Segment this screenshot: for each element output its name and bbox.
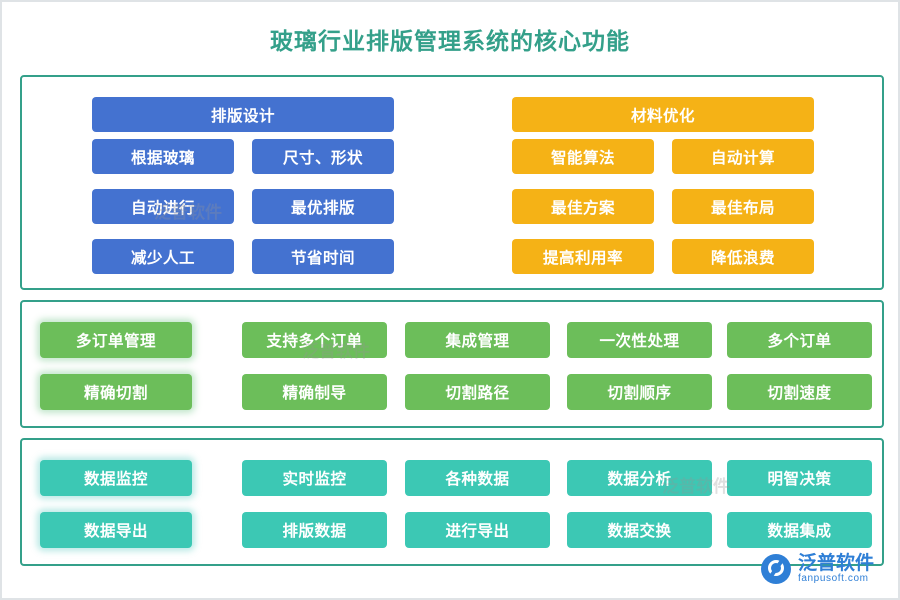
chip-precise-cut-item-1[interactable]: 精确制导 [242, 374, 387, 410]
chip-precise-cut-item-3[interactable]: 切割顺序 [567, 374, 712, 410]
chip-data-export-item-1[interactable]: 排版数据 [242, 512, 387, 548]
chip-multi-order-item-4[interactable]: 多个订单 [727, 322, 872, 358]
chip-data-export-head[interactable]: 数据导出 [40, 512, 192, 548]
chip-data-monitor-item-4[interactable]: 明智决策 [727, 460, 872, 496]
page-title: 玻璃行业排版管理系统的核心功能 [270, 28, 630, 54]
chip-material-optimize-item-1[interactable]: 智能算法 [512, 139, 654, 174]
brand-name-en: fanpusoft.com [797, 572, 869, 584]
chip-multi-order-head[interactable]: 多订单管理 [40, 322, 192, 358]
chip-layout-design-head[interactable]: 排版设计 [92, 97, 394, 132]
chip-data-monitor-item-1[interactable]: 实时监控 [242, 460, 387, 496]
section-order-and-cutting: 多订单管理 支持多个订单 集成管理 一次性处理 多个订单 精确切割 精确制导 切… [20, 300, 884, 428]
globe-icon [760, 553, 791, 584]
chip-material-optimize-item-5[interactable]: 提高利用率 [512, 239, 654, 274]
chip-layout-design-item-1[interactable]: 根据玻璃 [92, 139, 234, 174]
chip-precise-cut-item-2[interactable]: 切割路径 [405, 374, 550, 410]
chip-material-optimize-item-6[interactable]: 降低浪费 [672, 239, 814, 274]
chip-material-optimize-item-3[interactable]: 最佳方案 [512, 189, 654, 224]
chip-data-export-item-4[interactable]: 数据集成 [727, 512, 872, 548]
section-core-features: 排版设计 根据玻璃 尺寸、形状 自动进行 最优排版 减少人工 节省时间 材料优化… [20, 75, 884, 290]
chip-layout-design-item-2[interactable]: 尺寸、形状 [252, 139, 394, 174]
brand-logo-text: 泛普软件 fanpusoft.com [797, 552, 874, 584]
chip-multi-order-item-1[interactable]: 支持多个订单 [242, 322, 387, 358]
brand-logo: 泛普软件 fanpusoft.com [760, 552, 874, 584]
chip-layout-design-item-6[interactable]: 节省时间 [252, 239, 394, 274]
chip-data-export-item-3[interactable]: 数据交换 [567, 512, 712, 548]
section-data-management: 数据监控 实时监控 各种数据 数据分析 明智决策 数据导出 排版数据 进行导出 … [20, 438, 884, 566]
chip-precise-cut-item-4[interactable]: 切割速度 [727, 374, 872, 410]
chip-layout-design-item-5[interactable]: 减少人工 [92, 239, 234, 274]
chip-data-monitor-item-3[interactable]: 数据分析 [567, 460, 712, 496]
chip-material-optimize-item-4[interactable]: 最佳布局 [672, 189, 814, 224]
chip-multi-order-item-3[interactable]: 一次性处理 [567, 322, 712, 358]
chip-data-export-item-2[interactable]: 进行导出 [405, 512, 550, 548]
chip-layout-design-item-4[interactable]: 最优排版 [252, 189, 394, 224]
chip-data-monitor-item-2[interactable]: 各种数据 [405, 460, 550, 496]
chip-layout-design-item-3[interactable]: 自动进行 [92, 189, 234, 224]
chip-precise-cut-head[interactable]: 精确切割 [40, 374, 192, 410]
chip-multi-order-item-2[interactable]: 集成管理 [405, 322, 550, 358]
chip-material-optimize-head[interactable]: 材料优化 [512, 97, 814, 132]
brand-name-cn: 泛普软件 [797, 552, 874, 574]
chip-data-monitor-head[interactable]: 数据监控 [40, 460, 192, 496]
chip-material-optimize-item-2[interactable]: 自动计算 [672, 139, 814, 174]
